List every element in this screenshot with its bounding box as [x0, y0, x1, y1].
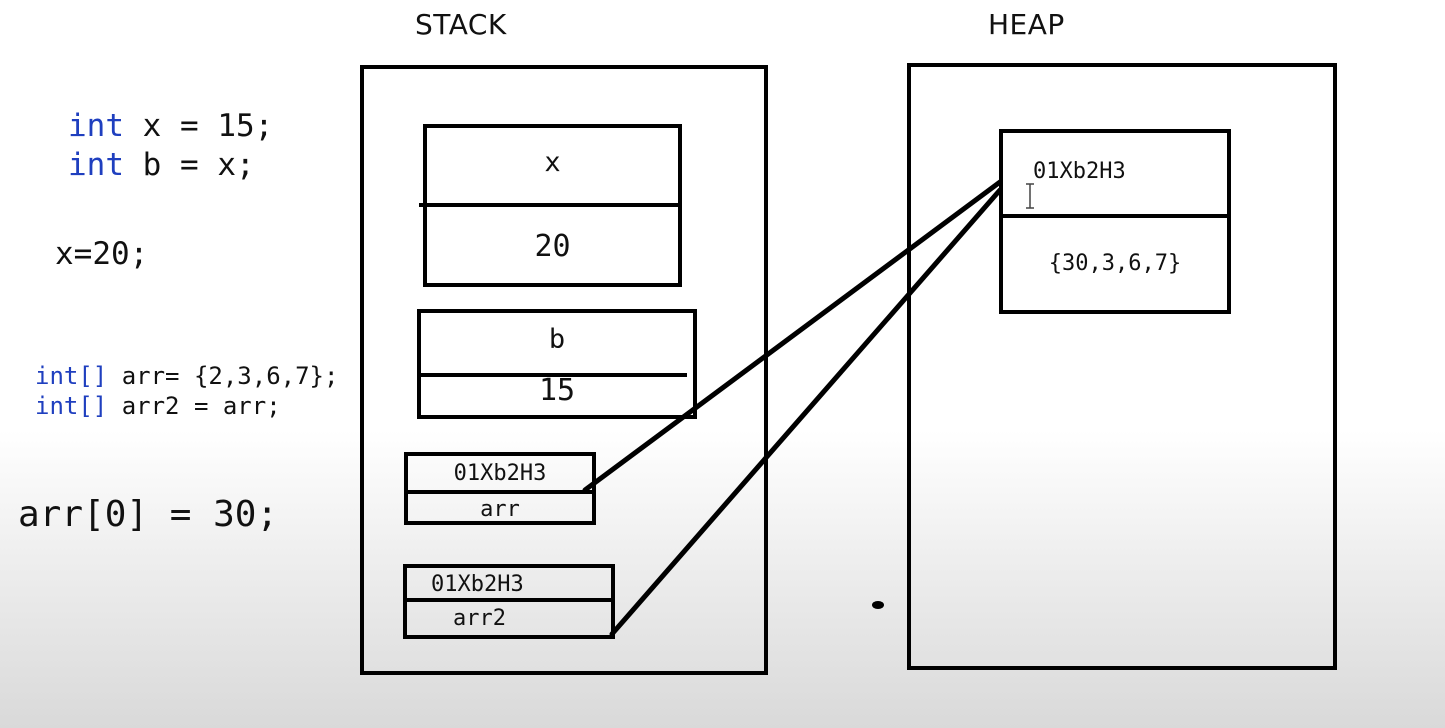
- stack-cell-arr2: 01Xb2H3 arr2: [403, 564, 615, 639]
- arr-reference-line: [582, 179, 1003, 493]
- code-line-int-x: int x = 15;: [68, 108, 273, 144]
- variable-name: arr: [480, 496, 520, 522]
- code-text: x = 15;: [124, 108, 274, 144]
- code-text: arr2 = arr;: [107, 392, 281, 420]
- code-line-int-b: int b = x;: [68, 147, 255, 183]
- code-text: arr= {2,3,6,7};: [107, 362, 339, 390]
- cell-divider: [417, 373, 687, 377]
- code-line-arr-assign: arr[0] = 30;: [18, 494, 279, 535]
- variable-name: arr2: [453, 605, 506, 631]
- variable-name: x: [544, 146, 561, 178]
- variable-value: 15: [538, 372, 576, 408]
- heap-address: 01Xb2H3: [1033, 158, 1126, 184]
- stack-region: [360, 65, 768, 675]
- heap-region: [907, 63, 1337, 670]
- reference-address: 01Xb2H3: [431, 571, 524, 597]
- arr2-reference-line: [609, 187, 1003, 637]
- keyword: int: [68, 108, 124, 144]
- code-line-int-arr: int[] arr= {2,3,6,7};: [35, 362, 338, 390]
- heap-array-contents: {30,3,6,7}: [1048, 250, 1182, 276]
- code-text: b = x;: [124, 147, 255, 183]
- stack-cell-arr: 01Xb2H3 arr: [404, 452, 596, 525]
- cell-divider: [404, 490, 596, 494]
- stray-dot: [872, 601, 884, 609]
- reference-address: 01Xb2H3: [453, 460, 547, 486]
- code-line-int-arr2: int[] arr2 = arr;: [35, 392, 281, 420]
- code-line-assign-x: x=20;: [55, 236, 149, 272]
- text-cursor-icon: [1025, 183, 1035, 209]
- heap-title: HEAP: [988, 8, 1065, 41]
- keyword: int[]: [35, 392, 108, 420]
- cell-divider: [999, 214, 1231, 218]
- stack-cell-b: b 15: [417, 309, 697, 419]
- cell-divider: [403, 598, 615, 602]
- keyword: int[]: [35, 362, 108, 390]
- keyword: int: [68, 147, 124, 183]
- stack-title: STACK: [415, 8, 507, 41]
- cell-divider: [419, 203, 682, 207]
- stack-cell-x: x 20: [419, 124, 682, 287]
- variable-value: 20: [534, 228, 571, 264]
- variable-name: b: [548, 323, 566, 355]
- heap-object: 01Xb2H3 {30,3,6,7}: [999, 129, 1231, 314]
